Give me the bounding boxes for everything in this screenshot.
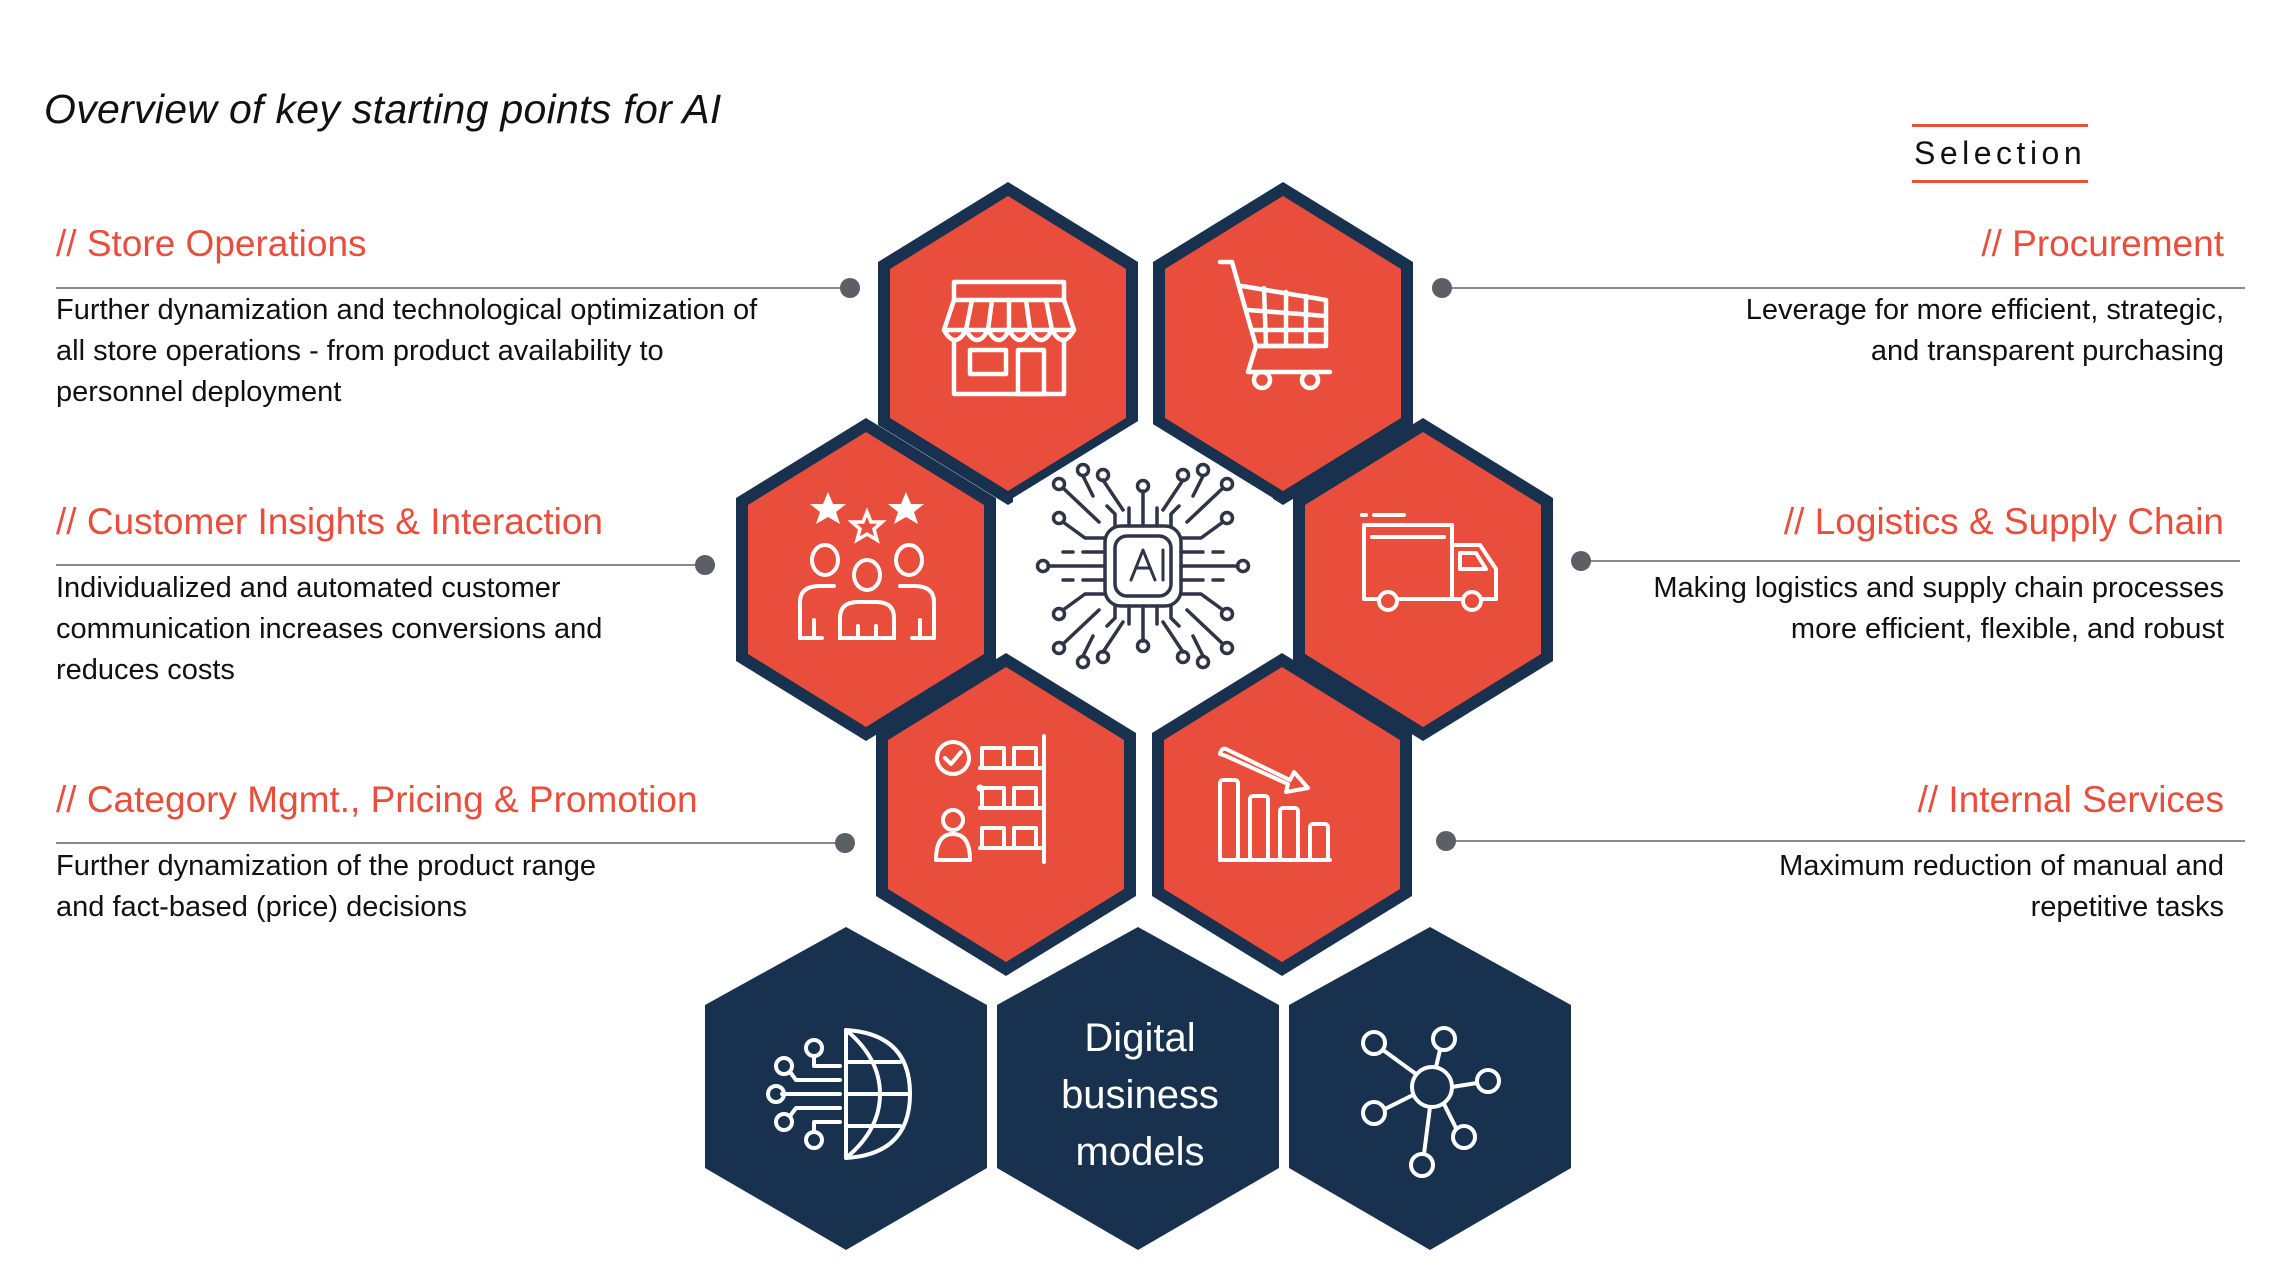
connector-line — [1455, 840, 2245, 842]
hex-procurement — [1153, 182, 1413, 505]
shopping-cart-icon — [1217, 259, 1333, 391]
hex-network-hub — [1289, 927, 1571, 1250]
label-line: business — [1061, 1073, 1219, 1117]
description-line: Further dynamization and technological o… — [56, 294, 758, 326]
description-line: Maximum reduction of manual and — [1779, 850, 2224, 882]
section-description: Individualized and automated customer co… — [56, 568, 756, 691]
label-line: Digital — [1084, 1016, 1196, 1060]
section-description: Further dynamization of the product rang… — [56, 846, 816, 928]
section-customer-insights: // Customer Insights & Interaction Indiv… — [56, 501, 756, 691]
description-line: Individualized and automated customer — [56, 572, 561, 604]
section-heading: // Internal Services — [1917, 779, 2224, 820]
connector-line — [1590, 560, 2240, 562]
shelf-checklist-icon — [934, 734, 1046, 864]
hex-digital-business-models — [997, 927, 1279, 1250]
section-heading: // Customer Insights & Interaction — [56, 501, 604, 542]
hex-ai-center: AI — [1013, 418, 1273, 741]
selection-badge: Selection — [1912, 124, 2088, 183]
network-hub-icon — [1361, 1026, 1501, 1178]
connector-dot — [840, 278, 860, 298]
hex-logistics — [1293, 418, 1553, 741]
digital-globe-icon — [766, 1028, 912, 1160]
section-description: Making logistics and supply chain proces… — [1560, 568, 2224, 650]
badge-bottom-rule — [1912, 180, 2088, 183]
declining-bar-chart-icon — [1218, 746, 1332, 862]
page-title: Overview of key starting points for AI — [44, 86, 722, 132]
description-line: more efficient, flexible, and robust — [1790, 613, 2224, 645]
hex-digital-globe — [705, 927, 987, 1250]
section-description: Maximum reduction of manual and repetiti… — [1620, 846, 2224, 928]
section-logistics: // Logistics & Supply Chain Making logis… — [1560, 501, 2224, 650]
badge-top-rule — [1912, 124, 2088, 127]
connector-line — [56, 564, 706, 566]
section-heading: // Procurement — [1981, 223, 2224, 264]
connector-dot — [1432, 278, 1452, 298]
description-line: Further dynamization of the product rang… — [56, 850, 597, 882]
connector-dot — [1436, 831, 1456, 851]
section-internal-services: // Internal Services Maximum reduction o… — [1620, 779, 2224, 928]
connector-line — [56, 287, 850, 289]
connector-line — [1450, 287, 2245, 289]
connector-line — [56, 842, 846, 844]
section-heading: // Store Operations — [56, 223, 367, 264]
storefront-icon — [941, 279, 1077, 397]
connector-dot — [835, 833, 855, 853]
section-store-operations: // Store Operations Further dynamization… — [56, 223, 856, 413]
connector-dot — [695, 555, 715, 575]
description-line: Making logistics and supply chain proces… — [1653, 572, 2224, 604]
description-line: and fact-based (price) decisions — [56, 891, 468, 923]
section-procurement: // Procurement Leverage for more efficie… — [1420, 223, 2224, 372]
description-line: personnel deployment — [56, 376, 342, 408]
section-description: Leverage for more efficient, strategic, … — [1420, 290, 2224, 372]
section-heading: // Category Mgmt., Pricing & Promotion — [56, 779, 698, 820]
ai-chip-icon — [1035, 462, 1251, 670]
badge-label: Selection — [1914, 135, 2087, 171]
description-line: all store operations - from product avai… — [56, 335, 664, 367]
digital-business-models-label: Digital business models — [1040, 1010, 1240, 1181]
customers-rating-icon — [798, 492, 936, 640]
description-line: Leverage for more efficient, strategic, — [1745, 294, 2224, 326]
label-line: models — [1075, 1130, 1205, 1174]
description-line: and transparent purchasing — [1870, 335, 2224, 367]
hex-customer-insights — [736, 418, 996, 741]
section-category-mgmt: // Category Mgmt., Pricing & Promotion F… — [56, 779, 816, 928]
delivery-truck-icon — [1360, 513, 1498, 612]
hex-store-operations — [878, 182, 1138, 505]
section-description: Further dynamization and technological o… — [56, 290, 856, 413]
section-heading: // Logistics & Supply Chain — [1783, 501, 2224, 542]
hex-category-mgmt — [876, 653, 1136, 976]
description-line: communication increases conversions and — [56, 613, 603, 645]
connector-dot — [1571, 551, 1591, 571]
description-line: repetitive tasks — [2030, 891, 2224, 923]
description-line: reduces costs — [56, 654, 235, 686]
hex-internal-services — [1152, 653, 1412, 976]
